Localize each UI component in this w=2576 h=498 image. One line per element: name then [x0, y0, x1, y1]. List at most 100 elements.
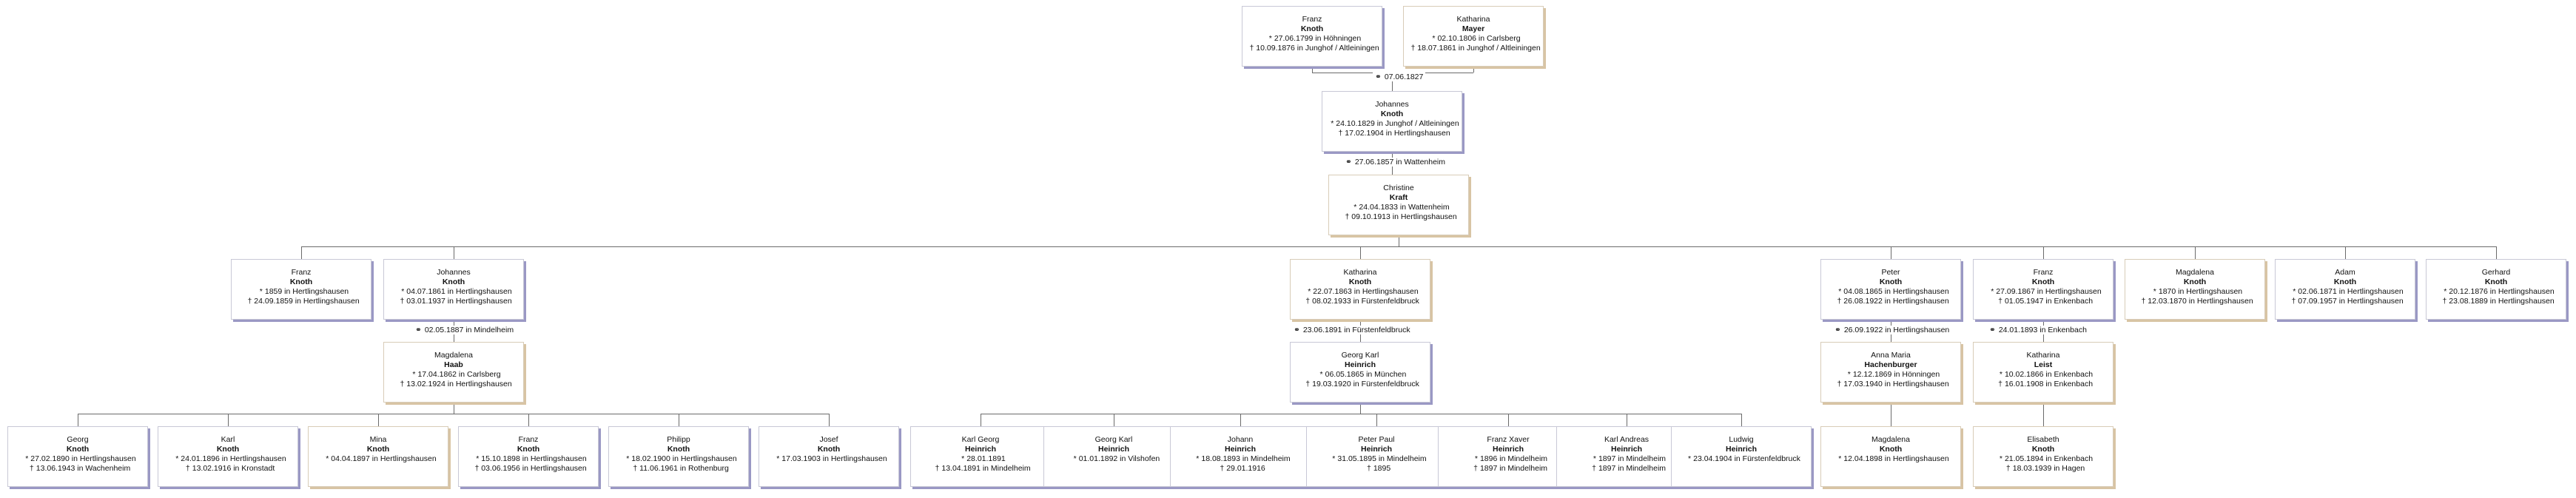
- person-birth-row: *01.01.1892 in Vilshofen: [1044, 454, 1183, 464]
- couple-line: [1473, 67, 1474, 73]
- person-surname: Haab: [444, 360, 463, 369]
- death-symbol-icon: †: [2005, 464, 2011, 473]
- person-birth-row: *23.04.1904 in Fürstenfeldbruck: [1672, 454, 1811, 464]
- person-birth-row: *04.07.1861 in Hertlingshausen: [384, 287, 523, 297]
- person-first-name: Christine: [1383, 184, 1414, 192]
- person-surname: Knoth: [1300, 24, 1324, 33]
- person-death-row: †13.04.1891 in Mindelheim: [911, 464, 1050, 474]
- person-death-row: †1895: [1307, 464, 1446, 474]
- birth-symbol-icon: *: [1593, 454, 1596, 463]
- person-birth-text: 04.08.1865 in Hertlingshausen: [1843, 287, 1949, 296]
- death-symbol-icon: †: [474, 464, 480, 473]
- person-birth-row: *18.08.1893 in Mindelheim: [1171, 454, 1310, 464]
- person-birth-row: *27.02.1890 in Hertlingshausen: [8, 454, 147, 464]
- person-death-row: †11.06.1961 in Rothenburg: [609, 464, 748, 474]
- person-birth-row: *17.04.1862 in Carlsberg: [384, 370, 523, 380]
- person-death-row: †09.10.1913 in Hertlingshausen: [1329, 212, 1468, 222]
- person-death-row: †1897 in Mindelheim: [1557, 464, 1696, 474]
- child-drop: [1376, 414, 1377, 426]
- person-first-name: Philipp: [667, 435, 690, 444]
- person-death-text: 03.06.1956 in Hertlingshausen: [481, 464, 587, 473]
- person-birth-row: *18.02.1900 in Hertlingshausen: [609, 454, 748, 464]
- birth-symbol-icon: *: [1353, 203, 1357, 212]
- birth-symbol-icon: *: [476, 454, 480, 463]
- child-drop: [2496, 246, 2497, 259]
- person-death-text: 12.03.1870 in Hertlingshausen: [2148, 297, 2253, 306]
- person-first-name: Franz: [518, 435, 539, 444]
- person-surname: Heinrich: [964, 445, 996, 454]
- child-drop: [228, 414, 229, 426]
- person-birth-row: *24.10.1829 in Junghof / Altleiningen: [1322, 119, 1462, 129]
- birth-symbol-icon: *: [1474, 454, 1478, 463]
- birth-symbol-icon: *: [326, 454, 329, 463]
- death-symbol-icon: †: [1998, 297, 2002, 306]
- person-birth-row: *24.04.1833 in Wattenheim: [1329, 203, 1468, 212]
- person-first-name: Johannes: [1375, 100, 1409, 109]
- person-surname: Knoth: [817, 445, 841, 454]
- person-surname: Knoth: [2183, 277, 2207, 286]
- death-symbol-icon: †: [2141, 297, 2146, 306]
- person-birth-text: 04.07.1861 in Hertlingshausen: [406, 287, 512, 296]
- person-death-row: †17.03.1940 in Hertlingshausen: [1821, 380, 1960, 389]
- birth-symbol-icon: *: [2293, 287, 2296, 296]
- person-death-text: 10.09.1876 in Junghof / Altleiningen: [1256, 44, 1379, 53]
- death-symbol-icon: †: [1366, 464, 1371, 473]
- person-birth-row: *04.08.1865 in Hertlingshausen: [1821, 287, 1960, 297]
- birth-symbol-icon: *: [2444, 287, 2447, 296]
- person-first-name: Franz Xaver: [1487, 435, 1530, 444]
- death-symbol-icon: †: [1305, 297, 1311, 306]
- marriage-date: 27.06.1857 in Wattenheim: [1354, 158, 1446, 166]
- birth-symbol-icon: *: [961, 454, 965, 463]
- child-drop: [1508, 414, 1509, 426]
- marriage-label-m5: ⚭26.09.1922 in Hertlingshausen: [1832, 326, 1952, 334]
- person-death-text: 1895: [1373, 464, 1391, 473]
- person-surname: Knoth: [517, 445, 540, 454]
- person-death-text: 13.04.1891 in Mindelheim: [941, 464, 1031, 473]
- person-surname: Heinrich: [1224, 445, 1256, 454]
- person-birth-text: 23.04.1904 in Fürstenfeldbruck: [1693, 454, 1800, 463]
- birth-symbol-icon: *: [259, 287, 263, 296]
- death-symbol-icon: †: [1998, 380, 2002, 388]
- person-surname: Knoth: [2031, 277, 2055, 286]
- person-death-text: 13.02.1924 in Hertlingshausen: [406, 380, 512, 388]
- marriage-date: 02.05.1887 in Mindelheim: [424, 326, 514, 334]
- person-birth-text: 12.04.1898 in Hertlingshausen: [1843, 454, 1949, 463]
- person-first-name: Georg: [67, 435, 89, 444]
- person-birth-row: *21.05.1894 in Enkenbach: [1974, 454, 2113, 464]
- person-birth-text: 10.02.1866 in Enkenbach: [2004, 370, 2094, 379]
- couple-line: [1312, 67, 1313, 73]
- person-surname: Leist: [2034, 360, 2053, 369]
- child-drop: [1741, 414, 1742, 426]
- person-birth-row: *1859 in Hertlingshausen: [232, 287, 371, 297]
